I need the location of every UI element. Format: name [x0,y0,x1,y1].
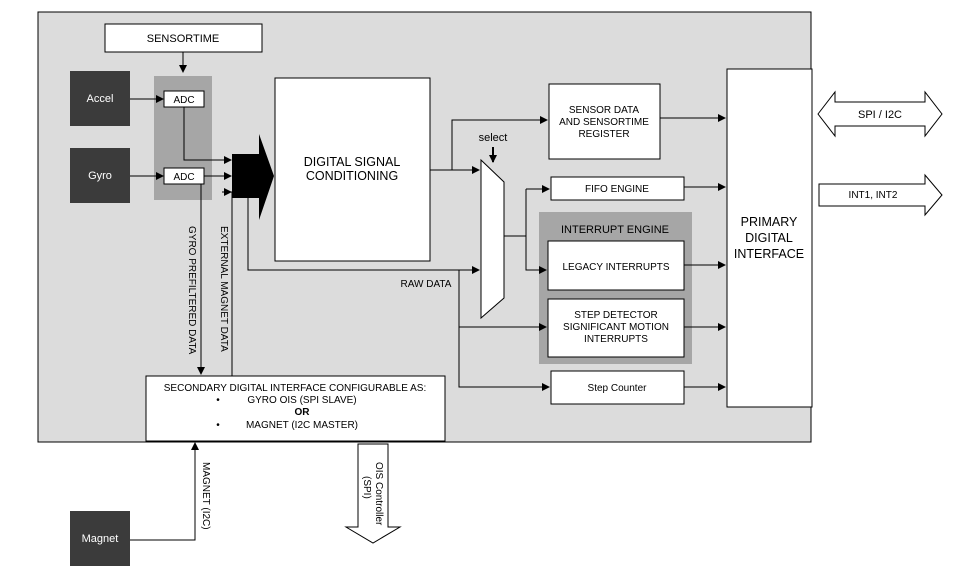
adc-gyro-label: ADC [173,172,194,183]
accel-label: Accel [87,93,114,105]
raw-data-label: RAW DATA [401,279,452,290]
ois-arrow [344,443,402,544]
secondary-interface-box [145,375,446,442]
adc-accel-label: ADC [173,95,194,106]
sensortime-label: SENSORTIME [147,33,220,45]
external-magnet-label: EXTERNAL MAGNET DATA [218,226,229,352]
magnet-label: Magnet [82,533,119,545]
sensor-data-label-3: REGISTER [578,129,629,140]
secondary-or: OR [295,407,311,418]
primary-interface-box [726,68,813,408]
sensor-data-box [548,83,661,160]
gyro-block [70,148,130,203]
dsp-box [274,77,431,262]
ois-label-2: (SPI) [361,476,372,499]
gyro-prefiltered-label: GYRO PREFILTERED DATA [186,226,197,355]
select-label: select [479,132,508,144]
spi-i2c-arrow [817,90,943,138]
merge-arrow [232,134,274,220]
gyro-label: Gyro [88,170,112,182]
int-label: INT1, INT2 [849,190,898,201]
fifo-box [550,176,685,201]
connectors [130,52,726,541]
mux [480,158,505,320]
interrupt-engine-label: INTERRUPT ENGINE [561,224,669,236]
sensortime-box [104,23,263,53]
step-counter-label: Step Counter [588,383,648,394]
accel-block [70,71,130,126]
legacy-interrupts-box [547,240,685,291]
ois-label-1: OIS Controller [373,462,384,526]
step-detector-label-1: STEP DETECTOR [574,310,658,321]
step-detector-box [547,298,685,358]
secondary-bullet-2: • [216,420,220,431]
primary-label-2: DIGITAL [745,231,793,245]
fifo-label: FIFO ENGINE [585,184,649,195]
sensor-data-label-1: SENSOR DATA [569,105,640,116]
legacy-interrupts-label: LEGACY INTERRUPTS [562,262,669,273]
step-detector-label-3: INTERRUPTS [584,334,648,345]
magnet-i2c-label: MAGNET (I2C) [200,462,211,530]
sensor-data-label-2: AND SENSORTIME [559,117,649,128]
primary-label-1: PRIMARY [741,215,798,229]
secondary-item-2: MAGNET (I2C MASTER) [246,420,358,431]
secondary-bullet-1: • [216,395,220,406]
dsp-label-1: DIGITAL SIGNAL [304,155,401,169]
spi-i2c-label: SPI / I2C [858,109,902,121]
dsp-label-2: CONDITIONING [306,169,398,183]
int-arrow [818,173,943,217]
secondary-label-1: SECONDARY DIGITAL INTERFACE CONFIGURABLE… [164,383,426,394]
primary-label-3: INTERFACE [734,247,804,261]
secondary-item-1: GYRO OIS (SPI SLAVE) [247,395,356,406]
magnet-block [70,511,130,566]
step-detector-label-2: SIGNIFICANT MOTION [563,322,669,333]
step-counter-box [550,370,685,405]
